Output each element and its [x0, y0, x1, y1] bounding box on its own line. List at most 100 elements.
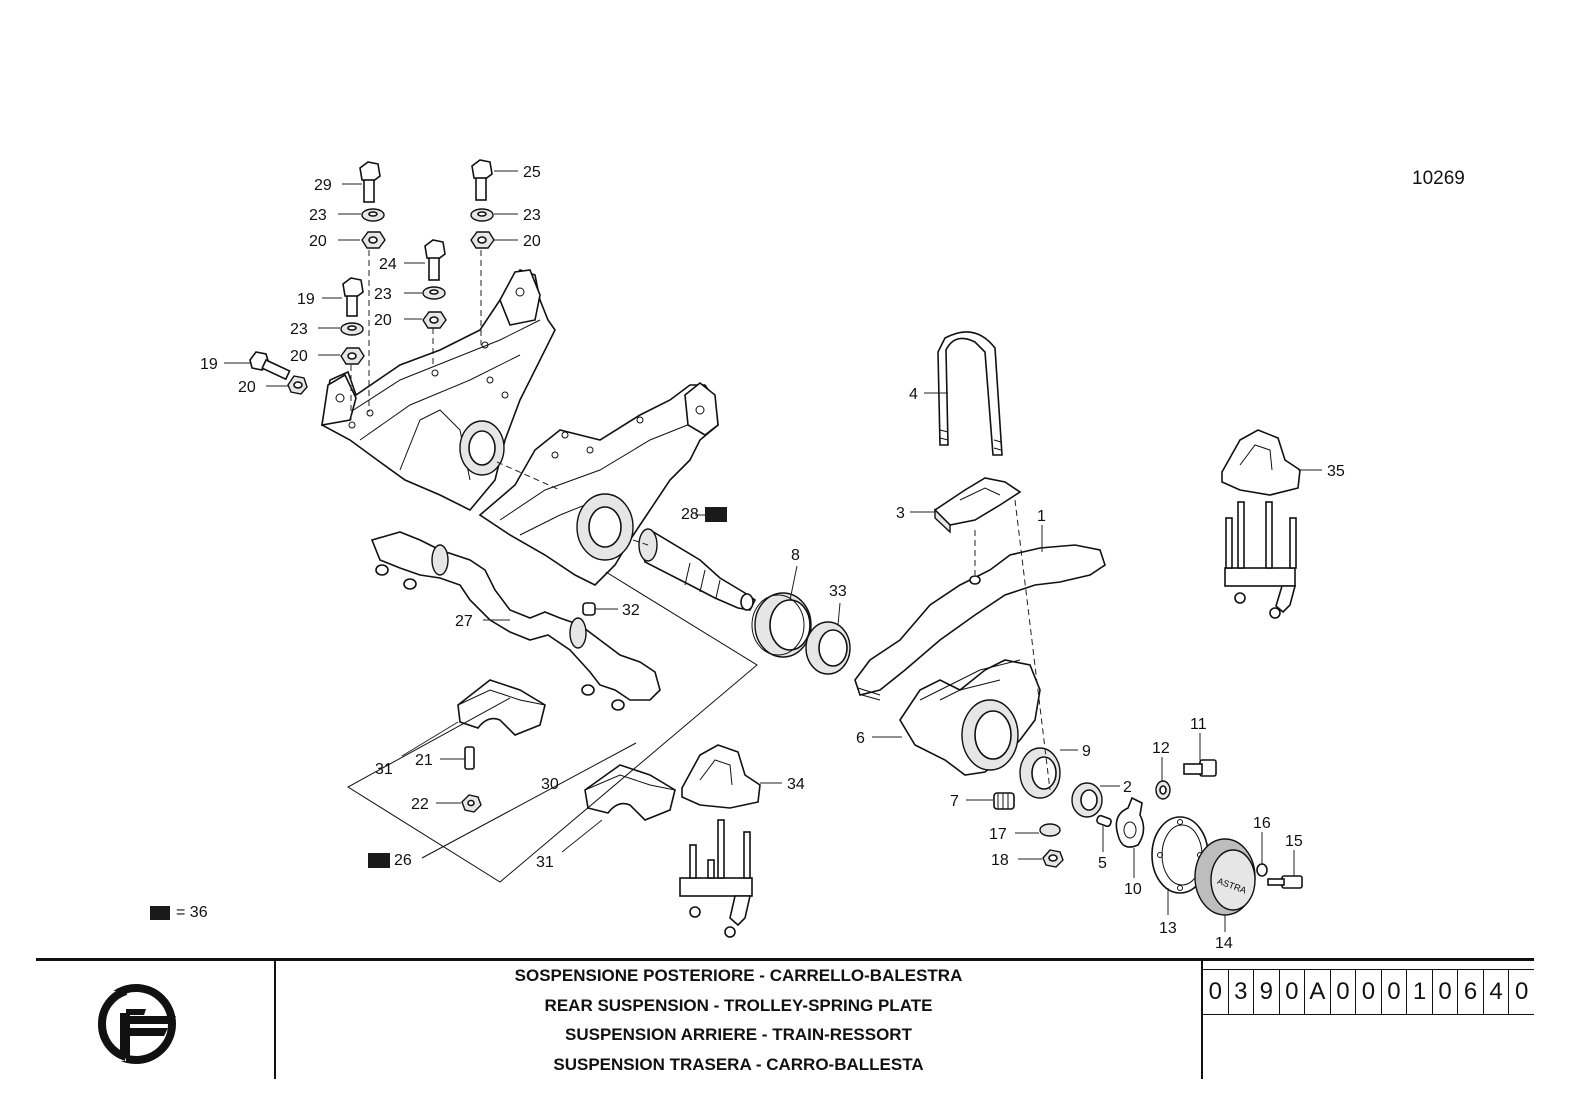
seal-8: [751, 592, 812, 658]
callout-25: 25: [523, 164, 541, 181]
callout-12: 12: [1152, 740, 1170, 757]
callout-35: 35: [1327, 463, 1345, 480]
spring-plate-3: [933, 477, 1022, 534]
callout-20: 20: [290, 348, 308, 365]
callout-32: 32: [622, 602, 640, 619]
callout-numbers: 29 25 23 23 20 20 24 23 20 19 23 20 19 2…: [200, 164, 1345, 952]
drawing-number: 10269: [1412, 168, 1465, 189]
washer-17: [1039, 823, 1061, 837]
bolt-29: [359, 161, 381, 203]
callout-13: 13: [1159, 920, 1177, 937]
left-upper-bracket: [321, 269, 556, 511]
title-french: SUSPENSION ARRIERE - TRAIN-RESSORT: [565, 1025, 912, 1044]
callout-28: 28: [681, 506, 699, 523]
bearing-33: [805, 621, 851, 675]
legend-text: = 36: [176, 904, 208, 921]
assembly-lines: [347, 250, 1051, 883]
bolt-24: [424, 239, 446, 281]
nut-18: [1042, 849, 1064, 868]
nut-20: [287, 231, 495, 395]
callout-30: 30: [541, 776, 559, 793]
code-char: 6: [1457, 970, 1483, 1014]
stud-21: [464, 746, 475, 770]
title-cell: SOSPENSIONE POSTERIORE - CARRELLO-BALEST…: [276, 961, 1203, 1079]
code-char: 9: [1253, 970, 1279, 1014]
saddle-31-upper: [457, 679, 546, 736]
washer-16: [1256, 863, 1268, 877]
callout-18: 18: [991, 852, 1009, 869]
washer-12: [1155, 780, 1171, 800]
trunnion-housing-6: [899, 659, 1041, 776]
callout-17: 17: [989, 826, 1007, 843]
callout-9: 9: [1082, 743, 1091, 760]
saddle-31-lower: [584, 764, 676, 821]
company-logo: [96, 984, 176, 1064]
bracket-35: [1221, 429, 1301, 619]
title-italian: SOSPENSIONE POSTERIORE - CARRELLO-BALEST…: [514, 966, 963, 985]
hub-cap-14: ASTRA: [1194, 838, 1256, 916]
callout-26: 26: [394, 852, 412, 869]
callout-7: 7: [950, 793, 959, 810]
code-char: 0: [1278, 970, 1305, 1014]
pin-32: [582, 602, 596, 616]
code-char: 0: [1380, 970, 1407, 1014]
callout-27: 27: [455, 613, 473, 630]
legend-marker: [150, 906, 170, 920]
callout-11: 11: [1190, 716, 1207, 733]
callout-23: 23: [523, 207, 541, 224]
callout-24: 24: [379, 256, 397, 273]
lock-plate-10: [1115, 796, 1145, 848]
callout-21: 21: [415, 752, 433, 769]
callout-20: 20: [523, 233, 541, 250]
left-lower-bracket: [478, 381, 719, 586]
callout-29: 29: [314, 177, 332, 194]
callout-10: 10: [1124, 881, 1142, 898]
callout-28-marker: [705, 507, 727, 522]
logo-cell: [36, 961, 276, 1079]
leader-lines: [224, 170, 1322, 932]
callout-23: 23: [309, 207, 327, 224]
legend: = 36: [150, 904, 208, 922]
code-char: 0: [1431, 970, 1458, 1014]
bolt-15: [1267, 875, 1303, 889]
plug-7: [993, 792, 1015, 810]
callout-31: 31: [536, 854, 554, 871]
callout-23: 23: [374, 286, 392, 303]
callout-34: 34: [787, 776, 805, 793]
bolt-19: [249, 277, 364, 381]
title-spanish: SUSPENSION TRASERA - CARRO-BALLESTA: [553, 1054, 924, 1074]
pin-5: [1096, 814, 1112, 828]
seal-9: [1019, 747, 1061, 799]
title-english: REAR SUSPENSION - TROLLEY-SPRING PLATE: [544, 995, 933, 1015]
callout-26-marker: [368, 853, 390, 868]
code-char: A: [1304, 970, 1330, 1014]
code-char: 0: [1208, 978, 1222, 1005]
callout-5: 5: [1098, 855, 1107, 872]
callout-2: 2: [1123, 779, 1132, 796]
bolt-25: [471, 159, 493, 201]
code-char: 0: [1329, 970, 1356, 1014]
code-char: 3: [1227, 970, 1254, 1014]
shaft-28: [638, 528, 757, 611]
title-block: SOSPENSIONE POSTERIORE - CARRELLO-BALEST…: [36, 958, 1534, 1081]
part-code: 0 3 9 0 A 0 0 0 1 0 6 4 0: [1203, 969, 1534, 1015]
bracket-34: [679, 744, 761, 938]
code-char: 0: [1355, 970, 1381, 1014]
tube-27: [370, 531, 661, 711]
code-char: 4: [1482, 970, 1509, 1014]
washer-2: [1071, 782, 1103, 818]
callout-19: 19: [297, 291, 315, 308]
leaf-spring-1: [854, 544, 1106, 701]
callout-4: 4: [909, 386, 918, 403]
washer-23: [340, 208, 494, 336]
code-char: 0: [1508, 970, 1534, 1014]
callout-8: 8: [791, 547, 800, 564]
callout-22: 22: [411, 796, 429, 813]
callout-14: 14: [1215, 935, 1233, 952]
callout-19: 19: [200, 356, 218, 373]
callout-20: 20: [309, 233, 327, 250]
nut-22: [461, 794, 482, 813]
callout-23: 23: [290, 321, 308, 338]
callout-16: 16: [1253, 815, 1271, 832]
